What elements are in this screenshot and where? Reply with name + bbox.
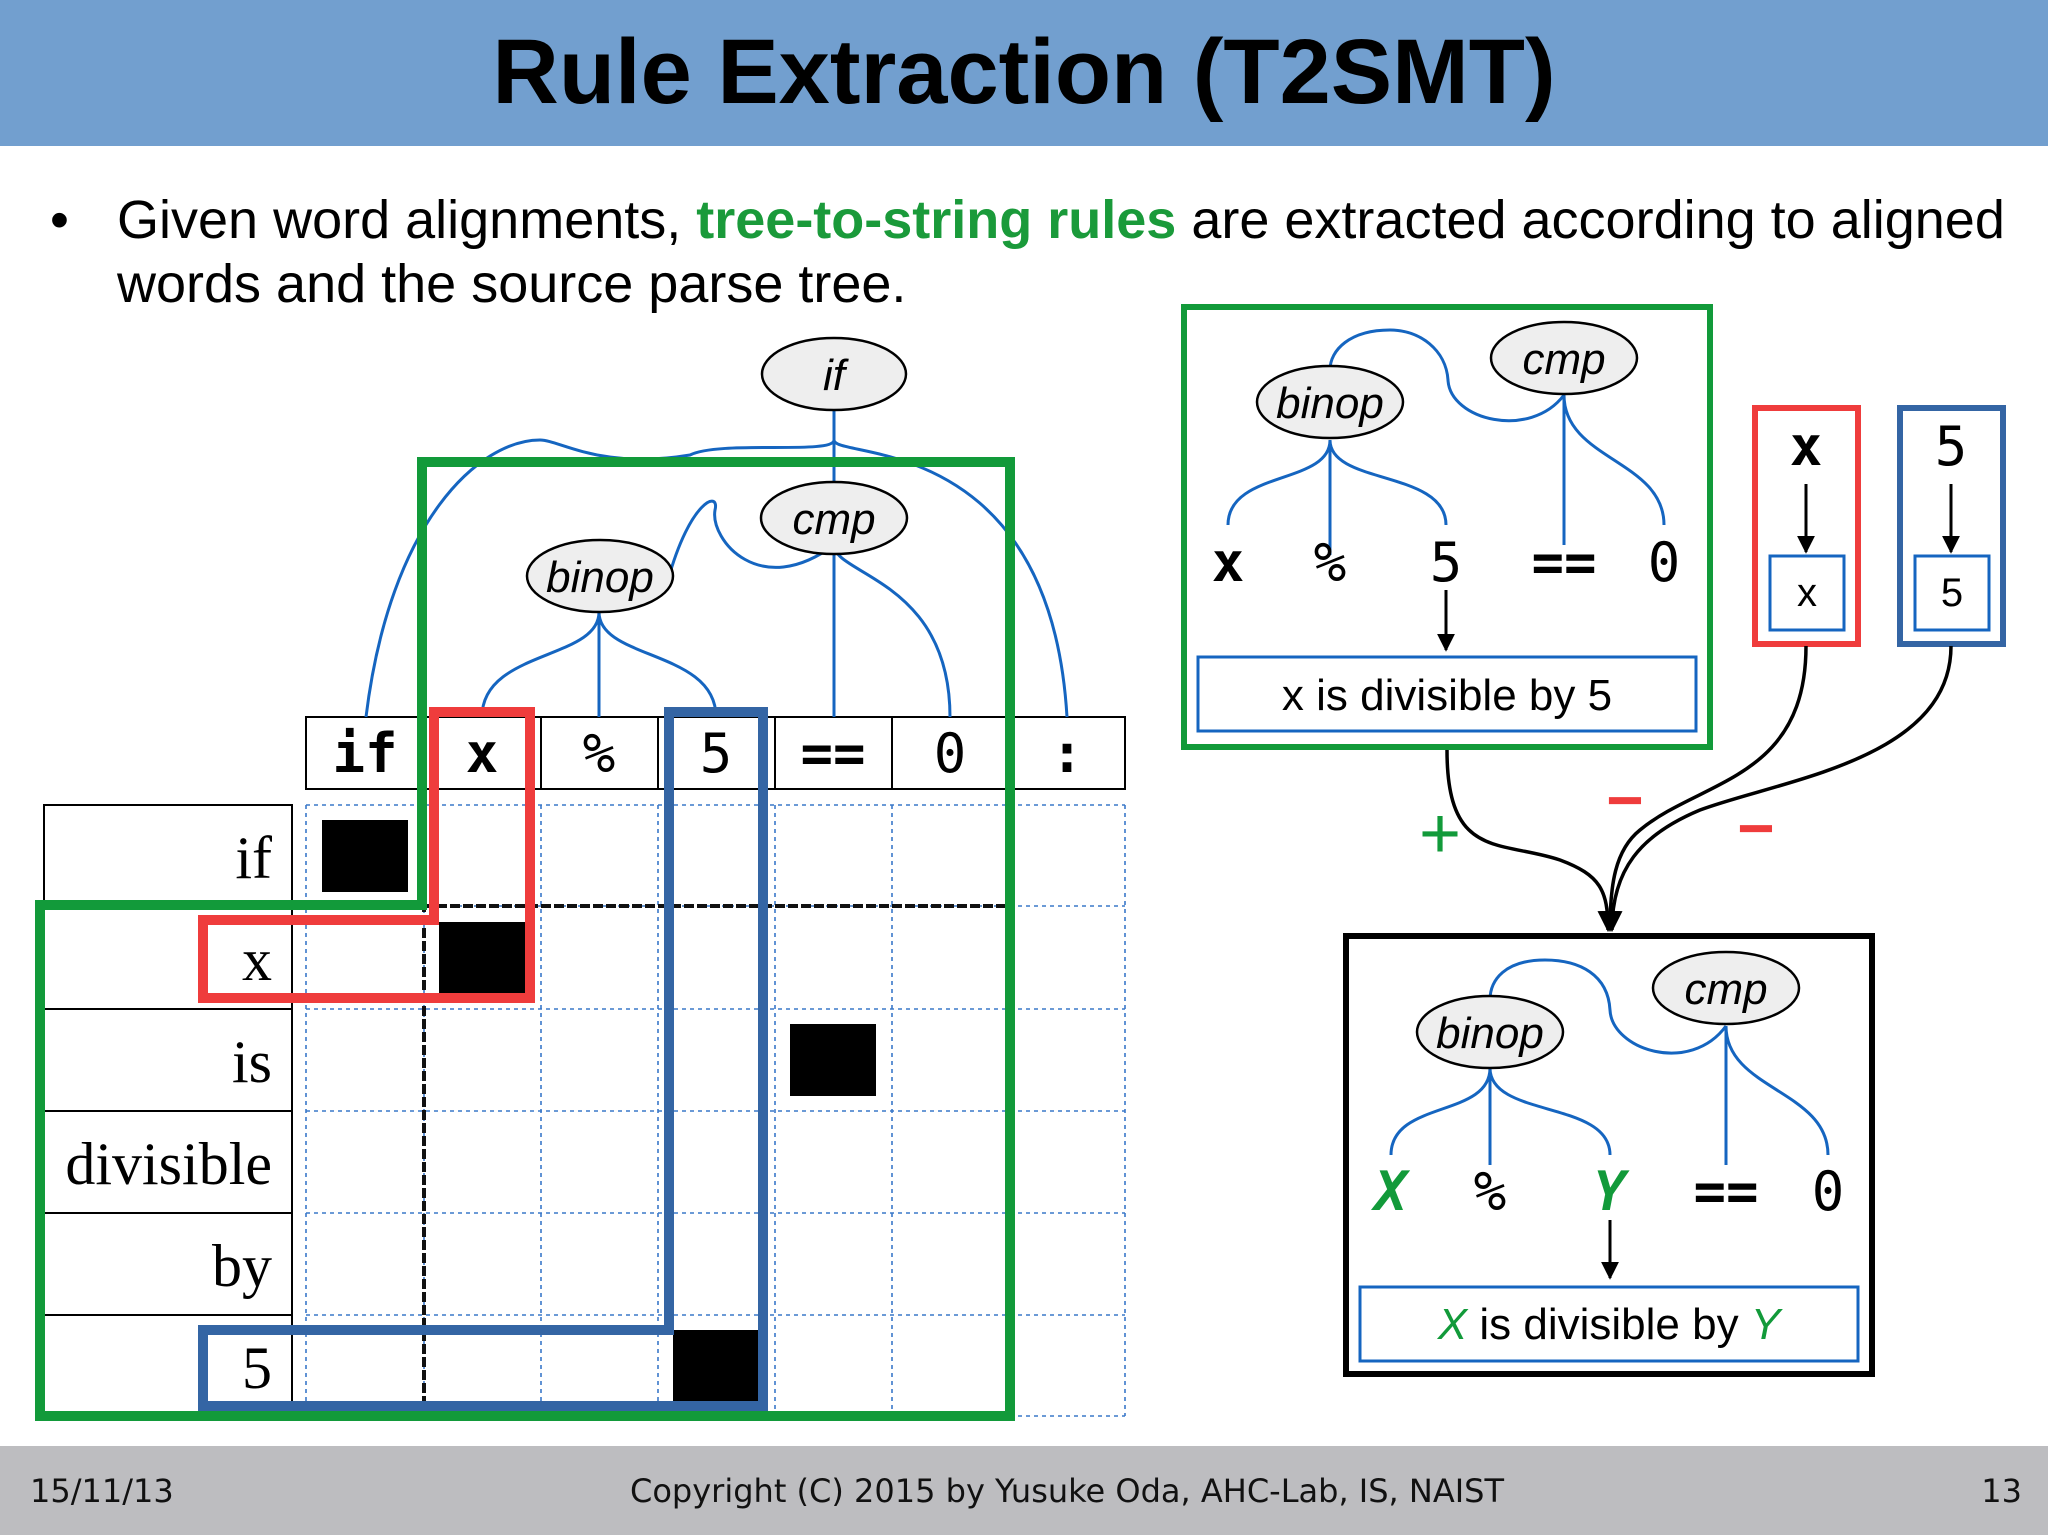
rule-translation: x is divisible by 5 <box>1282 671 1612 720</box>
red-x-region <box>198 707 535 1003</box>
tree-node <box>525 538 675 614</box>
rule-tree-node-label: binop <box>1276 379 1384 428</box>
rule-tree-node <box>1489 320 1639 396</box>
source-token: : <box>1051 722 1084 785</box>
result-var-y: Y <box>1751 1300 1783 1349</box>
source-token: 0 <box>934 722 967 785</box>
result-tree-node-label: cmp <box>1684 965 1767 1014</box>
source-token: x <box>466 722 499 785</box>
bullet-pre: Given word alignments, <box>117 190 697 250</box>
source-token-cell <box>305 716 425 790</box>
rule-token: x <box>1212 531 1245 594</box>
bullet-text: Given word alignments, tree-to-string ru… <box>117 188 2017 316</box>
alignment-mark <box>322 820 408 892</box>
minus-sign-5: − <box>1737 792 1774 864</box>
subrule-x-target-box <box>1768 554 1846 632</box>
source-token-cell <box>891 716 1010 790</box>
result-tree-node <box>1651 950 1801 1026</box>
bullet-dot: • <box>50 190 69 250</box>
result-translation-box <box>1358 1285 1860 1363</box>
rule-token: 5 <box>1430 531 1463 594</box>
result-tree-edges <box>1389 958 1830 1165</box>
bullet-highlight: tree-to-string rules <box>696 190 1177 250</box>
result-translation-mid: is divisible by <box>1467 1300 1751 1349</box>
subrule-5-target: 5 <box>1941 571 1963 615</box>
rule-token: == <box>1531 531 1596 594</box>
target-word: by <box>212 1233 272 1299</box>
tree-node <box>759 480 909 556</box>
source-token: 5 <box>700 722 733 785</box>
footer-date: 15/11/13 <box>30 1472 174 1510</box>
subrule-5-target-box <box>1913 554 1991 632</box>
target-word: 5 <box>242 1335 272 1401</box>
minus-sign-x: − <box>1606 764 1643 836</box>
subrule-5-source: 5 <box>1935 415 1968 478</box>
rule-tree-edges <box>1226 328 1666 555</box>
target-word-cell <box>43 1212 293 1316</box>
source-token-cell <box>774 716 893 790</box>
result-token: X <box>1371 1160 1411 1223</box>
alignment-mark <box>439 922 525 994</box>
target-word: x <box>242 927 272 993</box>
rule-tree-node <box>1255 364 1405 440</box>
alignment-mark <box>673 1330 759 1402</box>
rule-extraction-diagram: if x % 5 == 0 : if x is divisible by 5 <box>35 304 2006 1421</box>
tree-node-label: cmp <box>792 495 875 544</box>
target-word: divisible <box>65 1131 272 1197</box>
result-token: % <box>1474 1160 1507 1223</box>
combine-arrows <box>1445 645 1953 933</box>
target-word-cell <box>43 804 293 907</box>
source-token: == <box>800 722 865 785</box>
result-token: == <box>1693 1160 1758 1223</box>
subrule-x-source: x <box>1790 415 1823 478</box>
result-token: 0 <box>1812 1160 1845 1223</box>
footer-bar: 15/11/13 Copyright (C) 2015 by Yusuke Od… <box>0 1446 2048 1535</box>
source-token: if <box>332 722 397 785</box>
rule-token: % <box>1314 531 1347 594</box>
tree-node-label: binop <box>546 553 654 602</box>
alignment-marks <box>322 820 876 1402</box>
target-word: if <box>235 825 272 891</box>
rule-translation-box <box>1196 655 1698 733</box>
rule-tree-node-label: cmp <box>1522 335 1605 384</box>
alignment-grid <box>305 804 1126 1417</box>
result-token: Y <box>1594 1160 1630 1223</box>
result-tree-node-label: binop <box>1436 1009 1544 1058</box>
target-word-column <box>43 804 293 1417</box>
blue-5-region <box>198 707 768 1411</box>
source-token: % <box>583 722 616 785</box>
rule-token: 0 <box>1648 531 1681 594</box>
tree-node <box>760 336 908 412</box>
plus-sign: + <box>1419 794 1461 874</box>
alignment-mark <box>790 1024 876 1096</box>
slide-title: Rule Extraction (T2SMT) <box>492 21 1556 123</box>
footer-copyright: Copyright (C) 2015 by Yusuke Oda, AHC-La… <box>630 1472 1505 1510</box>
result-var-x: X <box>1437 1300 1469 1349</box>
footer-page-number: 13 <box>1981 1472 2022 1510</box>
tree-nodes: if binop cmp <box>525 336 909 614</box>
green-rule-region <box>35 457 1015 1421</box>
result-tree-node <box>1415 994 1565 1070</box>
subrule-x-target: x <box>1797 571 1817 615</box>
tree-edges <box>364 410 1069 718</box>
target-word: is <box>232 1029 272 1095</box>
title-bar <box>0 0 2048 146</box>
source-token-cell <box>540 716 659 790</box>
bullet-post: are extracted according to aligned words… <box>117 190 2005 314</box>
result-translation: X is divisible by Y <box>1437 1300 1783 1349</box>
